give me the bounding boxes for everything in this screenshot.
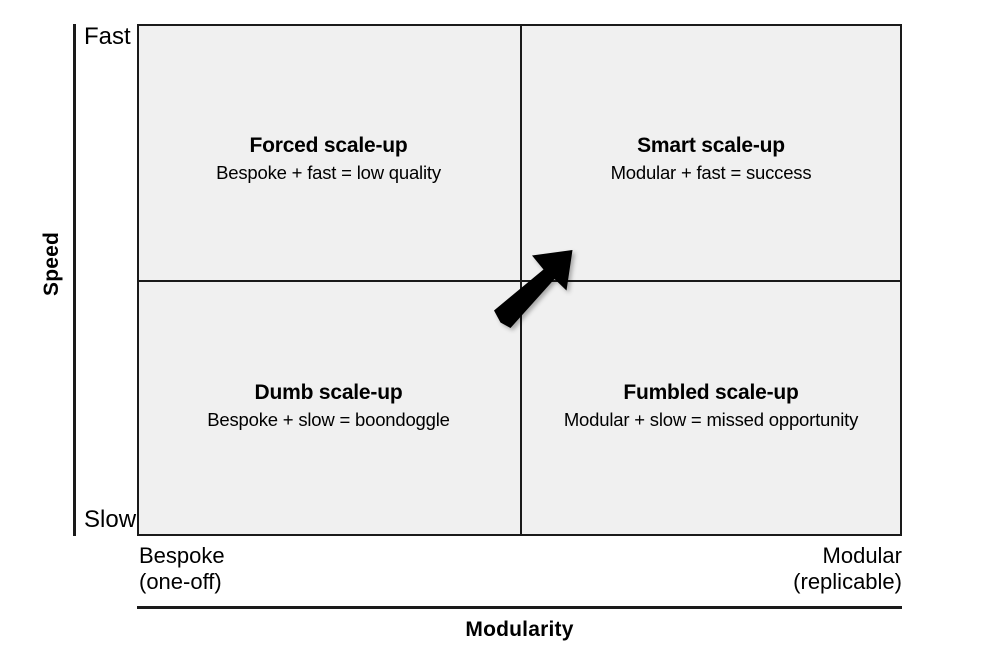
x-axis-tick-modular: Modular (replicable) — [793, 543, 902, 595]
x-axis-tick-modular-line1: Modular — [822, 543, 902, 568]
quadrant-top-right-title: Smart scale-up — [637, 134, 785, 157]
quadrant-top-left-subtitle: Bespoke + fast = low quality — [216, 162, 441, 184]
x-axis-title: Modularity — [465, 618, 574, 641]
x-axis-line — [137, 606, 902, 609]
quadrant-top-left: Forced scale-up Bespoke + fast = low qua… — [137, 134, 520, 184]
y-axis-tick-slow: Slow — [84, 506, 137, 533]
quadrant-top-left-title: Forced scale-up — [249, 134, 408, 157]
quadrant-bottom-left-subtitle: Bespoke + slow = boondoggle — [207, 409, 450, 431]
quadrant-top-right: Smart scale-up Modular + fast = success — [520, 134, 902, 184]
quadrant-bottom-left: Dumb scale-up Bespoke + slow = boondoggl… — [137, 381, 520, 431]
quadrant-bottom-right-title: Fumbled scale-up — [623, 381, 799, 404]
quadrant-bottom-right: Fumbled scale-up Modular + slow = missed… — [520, 381, 902, 431]
y-axis-line — [73, 24, 76, 536]
x-axis-tick-bespoke-line1: Bespoke — [139, 543, 225, 568]
x-axis-tick-bespoke-line2: (one-off) — [139, 568, 222, 594]
quadrant-top-right-subtitle: Modular + fast = success — [610, 162, 812, 184]
x-axis-tick-bespoke: Bespoke (one-off) — [139, 543, 225, 595]
quadrant-bottom-right-subtitle: Modular + slow = missed opportunity — [563, 409, 859, 431]
y-axis-tick-fast: Fast — [84, 23, 131, 50]
y-axis-title: Speed — [40, 231, 63, 297]
quadrant-divider-horizontal — [137, 280, 902, 282]
quadrant-bottom-left-title: Dumb scale-up — [254, 381, 403, 404]
x-axis-tick-modular-line2: (replicable) — [793, 568, 902, 594]
